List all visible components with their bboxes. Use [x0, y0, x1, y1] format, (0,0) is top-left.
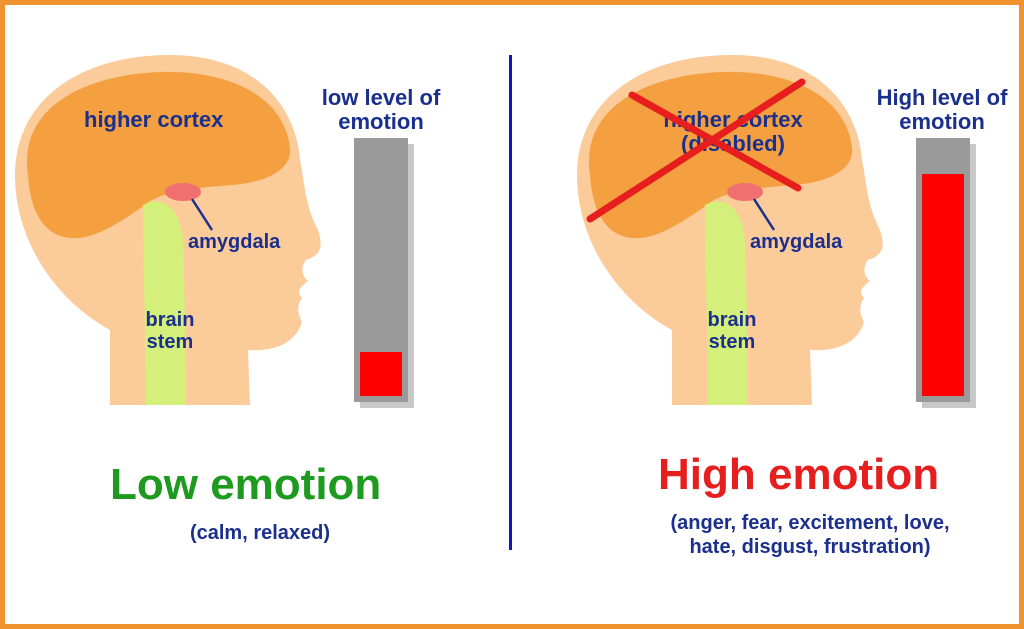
- right-gauge-label: High level of emotion: [862, 86, 1022, 134]
- high-emotion-subtitle-line1: (anger, fear, excitement, love,: [610, 511, 1010, 535]
- high-emotion-title: High emotion: [658, 450, 939, 500]
- low-emotion-title: Low emotion: [110, 460, 381, 510]
- right-amygdala-label: amygdala: [750, 231, 842, 253]
- right-gauge-label-line2: emotion: [862, 110, 1022, 134]
- low-emotion-subtitle: (calm, relaxed): [120, 521, 400, 545]
- high-emotion-subtitle: (anger, fear, excitement, love, hate, di…: [610, 511, 1010, 559]
- right-brainstem-label-line1: brain: [694, 309, 770, 331]
- high-emotion-subtitle-line2: hate, disgust, frustration): [610, 535, 1010, 559]
- right-brainstem-label: brain stem: [694, 309, 770, 353]
- right-gauge-label-line1: High level of: [862, 86, 1022, 110]
- right-brainstem-label-line2: stem: [694, 331, 770, 353]
- cross-stroke-2: [590, 82, 802, 219]
